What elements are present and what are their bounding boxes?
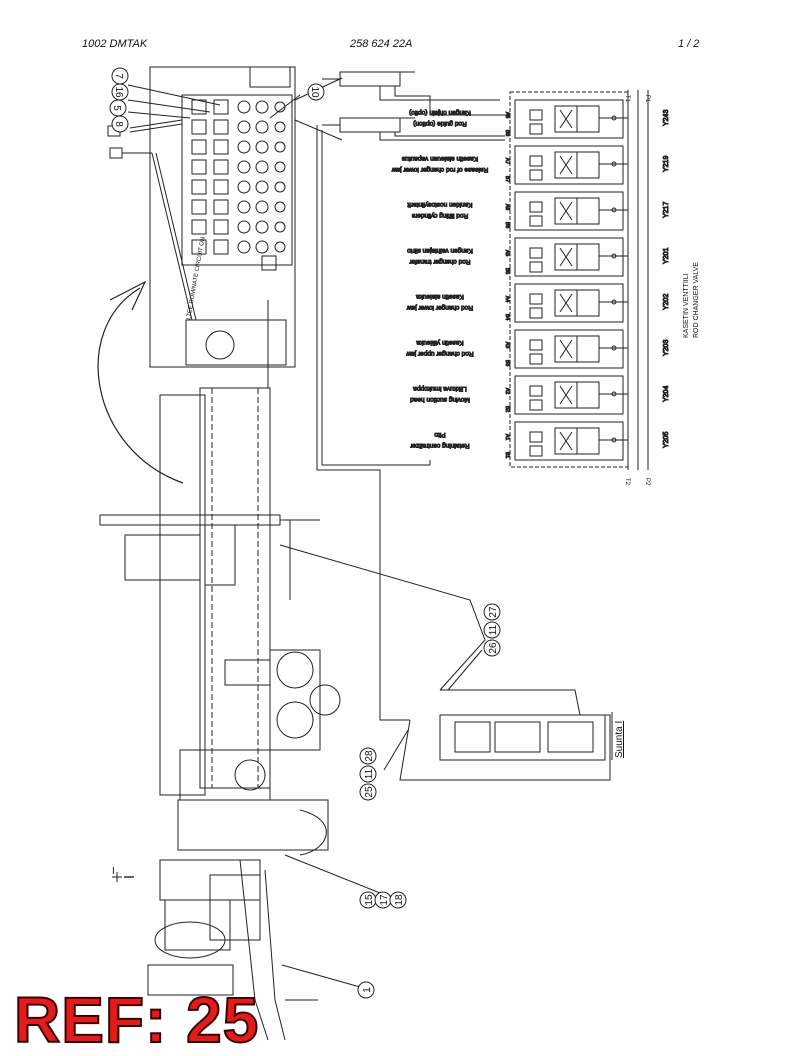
valve-block-title-en: ROD CHANGER VALVE — [693, 262, 700, 338]
svg-text:10: 10 — [309, 86, 320, 98]
port-b4: B4 — [504, 314, 510, 320]
mast-drawing — [99, 300, 341, 1041]
port-b6: B6 — [504, 222, 510, 228]
header-page-number: 1 / 2 — [678, 38, 700, 50]
valve-code: Y219 — [663, 156, 670, 172]
port-b3: B3 — [504, 360, 510, 366]
svg-text:17: 17 — [379, 894, 390, 906]
callout-11: 11 — [483, 621, 501, 639]
valve-desc-en: Moving suction head — [410, 396, 470, 403]
lower-valve-unit — [439, 712, 613, 761]
port-b5: B5 — [504, 268, 510, 274]
valve-code: Y204 — [663, 386, 670, 402]
curved-arrow — [97, 287, 184, 484]
valve-desc-en: Retaining centralizer — [410, 442, 470, 449]
valve-desc-fi: Kangen vaihtajan siirto — [407, 247, 473, 254]
callout-15: 15 — [359, 891, 377, 909]
ref-stamp: REF: 25 — [13, 984, 260, 1056]
valve-desc-en: Rod changer upper jaw — [406, 350, 474, 357]
section-marker: I — [112, 866, 115, 877]
callout-11: 11 — [359, 765, 377, 783]
valve-code: Y201 — [663, 248, 670, 264]
valve-desc-fi: Pito — [434, 431, 446, 438]
header-drawing-number: 258 624 22A — [350, 38, 413, 50]
valve-desc-fi: Liikkuva imukoppa — [413, 385, 467, 392]
port-a5: A5 — [504, 250, 510, 256]
valve-desc-fi: Kankien nostosylinterit — [407, 201, 472, 208]
port-label-t2: T2 — [624, 478, 630, 486]
port-b7: B7 — [504, 176, 510, 182]
port-a7: A7 — [504, 158, 510, 164]
port-a6: A6 — [504, 204, 510, 210]
callout-26: 26 — [483, 639, 501, 657]
svg-text:1: 1 — [362, 987, 373, 993]
callout-16: 16 — [111, 83, 129, 101]
svg-text:7: 7 — [113, 73, 124, 79]
svg-text:15: 15 — [364, 894, 375, 906]
port-a3: A3 — [504, 342, 510, 348]
port-a4: A4 — [504, 296, 510, 302]
callout-17: 17 — [374, 891, 392, 909]
callout-1: 1 — [357, 981, 375, 999]
port-a8: A8 — [504, 112, 510, 118]
valve-desc-fi: Kasetin alaleuka — [416, 293, 464, 300]
valve-code: Y243 — [663, 110, 670, 126]
valve-desc-en: Rod changer transfer — [409, 258, 471, 265]
valve-manifold-drawing — [107, 66, 296, 368]
svg-text:27: 27 — [488, 606, 499, 618]
valve-code: Y202 — [663, 294, 670, 310]
callout-8: 8 — [111, 115, 129, 133]
svg-text:8: 8 — [113, 121, 124, 127]
svg-text:26: 26 — [488, 642, 499, 654]
port-label-p1: P1 — [644, 95, 650, 103]
valve-desc-fi: Kasetin yläleuka — [416, 339, 464, 346]
port-a1: A1 — [504, 434, 510, 440]
valve-desc-en: Rod changer lower jaw — [407, 304, 473, 311]
rotated-note: LTEE DOMINATE CIRCUIT ON — [186, 237, 206, 321]
svg-text:25: 25 — [364, 786, 375, 798]
valve-desc-fi: Kangen ohjain (optio) — [409, 109, 471, 116]
valve-code: Y203 — [663, 340, 670, 356]
valve-desc-en: Rod lifting cylinders — [411, 212, 468, 219]
callout-28: 28 — [359, 747, 377, 765]
callout-25: 25 — [359, 783, 377, 801]
svg-text:5: 5 — [111, 105, 122, 111]
header-left: 1002 DMTAK — [82, 38, 148, 50]
valve-desc-en: Rod guide (option) — [413, 120, 466, 127]
valve-code: Y217 — [663, 202, 670, 218]
callout-10: 10 — [307, 83, 325, 101]
valve-code: Y205 — [663, 432, 670, 448]
port-label-t1: T1 — [624, 95, 630, 103]
callout-7: 7 — [111, 67, 129, 85]
svg-text:11: 11 — [488, 624, 499, 635]
hydraulic-hoses — [279, 125, 611, 781]
svg-text:18: 18 — [394, 894, 405, 906]
port-a2: A2 — [504, 388, 510, 394]
section-label: Suunta I — [614, 721, 625, 758]
port-b2: B2 — [504, 406, 510, 412]
valve-block-title-fi: KASETIN VENTTIILI — [683, 273, 690, 338]
valve-desc-en: Release of rod changer lower jaw — [391, 166, 488, 173]
cylinders-drawing — [294, 71, 510, 141]
svg-text:28: 28 — [364, 750, 375, 762]
valve-desc-fi: Kasetin alaleuan vapautus — [401, 155, 478, 162]
svg-text:16: 16 — [113, 86, 124, 98]
svg-text:11: 11 — [364, 768, 375, 779]
port-label-p2: P2 — [644, 478, 650, 486]
callout-27: 27 — [483, 603, 501, 621]
port-b8: B8 — [504, 130, 510, 136]
port-b1: B1 — [504, 452, 510, 458]
callout-5: 5 — [109, 99, 127, 117]
callout-18: 18 — [389, 891, 407, 909]
